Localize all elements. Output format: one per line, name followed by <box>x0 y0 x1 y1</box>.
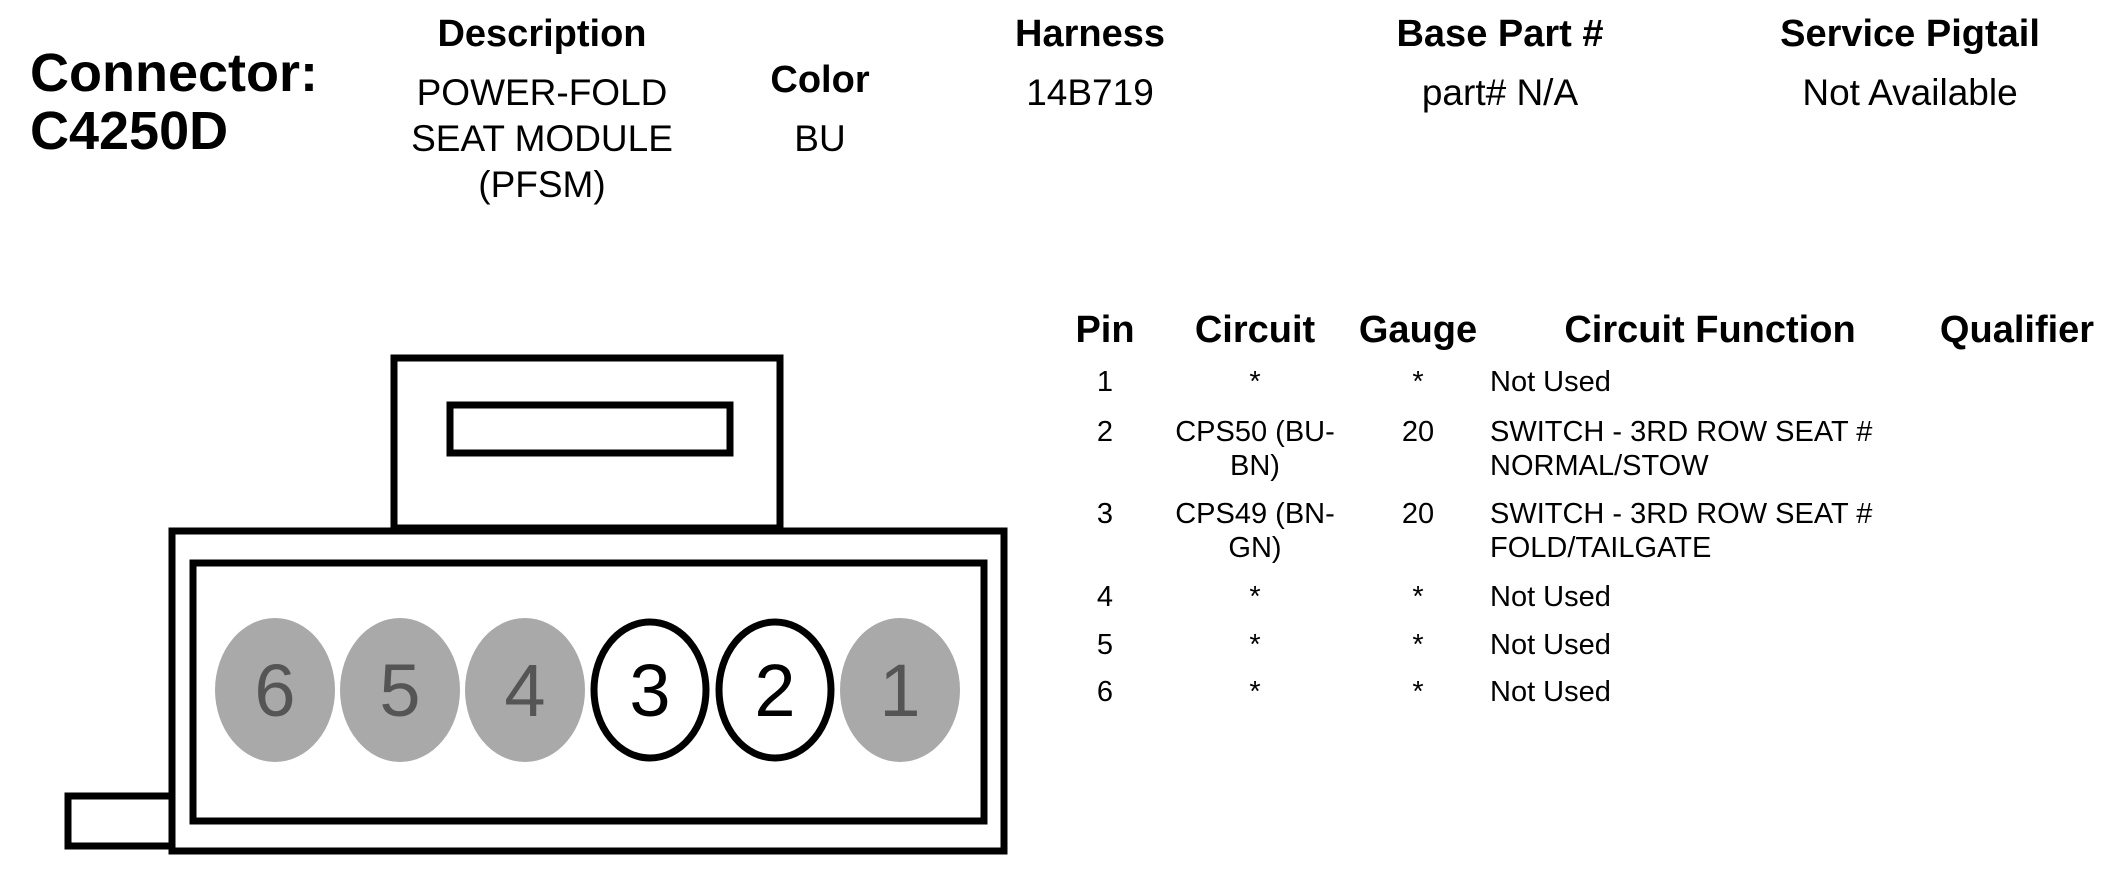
cell-circuit: * <box>1170 365 1340 399</box>
cell-circuit-line: BN) <box>1230 450 1280 482</box>
cell-pin: 6 <box>1096 676 1114 708</box>
cell-circuit-function-line: Not Used <box>1490 581 1611 613</box>
cell-circuit-line: * <box>1249 366 1261 398</box>
harness-value: 14B719 <box>1026 72 1154 113</box>
cell-gauge: 20 <box>1401 498 1435 530</box>
cell-circuit-function: Not Used <box>1490 365 1910 399</box>
cell-circuit-function-line: FOLD/TAILGATE <box>1490 532 1712 564</box>
column-header-circuit: Circuit <box>1194 309 1316 351</box>
service-pigtail-value: Not Available <box>1802 72 2018 113</box>
base-part-header: Base Part # <box>1396 13 1604 55</box>
pin-cavity-4 <box>465 618 585 762</box>
column-header-circuit-function: Circuit Function <box>1564 309 1856 351</box>
column-header-pin: Pin <box>1075 309 1135 351</box>
pin-cavity-5 <box>340 618 460 762</box>
connector-key <box>64 792 172 850</box>
cell-circuit-function-line: SWITCH - 3RD ROW SEAT # <box>1490 498 1873 530</box>
pin-number-4: 4 <box>504 649 545 732</box>
cell-circuit-function: SWITCH - 3RD ROW SEAT #NORMAL/STOW <box>1490 415 1910 483</box>
description-line: (PFSM) <box>478 164 606 205</box>
pin-cavity-3 <box>590 618 710 762</box>
description-value: POWER-FOLD SEAT MODULE (PFSM) <box>372 70 712 208</box>
color-header: Color <box>770 59 870 101</box>
connector-latch-slot <box>446 401 734 457</box>
cell-circuit-function: Not Used <box>1490 628 1910 662</box>
cell-circuit-function-line: NORMAL/STOW <box>1490 450 1709 482</box>
cell-circuit-function: SWITCH - 3RD ROW SEAT #FOLD/TAILGATE <box>1490 497 1910 565</box>
description-line: SEAT MODULE <box>411 118 673 159</box>
cell-circuit-line: * <box>1249 581 1261 613</box>
column-header-qualifier: Qualifier <box>1939 309 2095 351</box>
pin-cavity-2 <box>715 618 835 762</box>
cell-gauge: 20 <box>1401 416 1435 448</box>
cell-pin: 1 <box>1096 366 1114 398</box>
pin-number-5: 5 <box>379 649 420 732</box>
color-value: BU <box>794 118 846 159</box>
connector-cavity <box>189 559 988 825</box>
cell-gauge: * <box>1412 366 1424 398</box>
cell-circuit: CPS49 (BN-GN) <box>1170 497 1340 565</box>
cell-circuit-function-line: Not Used <box>1490 676 1611 708</box>
pinout-table: Pin Circuit Gauge Circuit Function Quali… <box>1060 310 2118 750</box>
cell-circuit-line: CPS50 (BU- <box>1175 416 1335 448</box>
cell-circuit: * <box>1170 580 1340 614</box>
connector-label: Connector: <box>30 43 318 103</box>
cell-gauge: * <box>1412 676 1424 708</box>
description-line: POWER-FOLD <box>416 72 668 113</box>
connector-diagram: 6 5 4 3 2 1 <box>64 354 1008 855</box>
cell-gauge: * <box>1412 581 1424 613</box>
description-header: Description <box>437 13 647 55</box>
column-header-gauge: Gauge <box>1358 309 1478 351</box>
cell-circuit: * <box>1170 628 1340 662</box>
cell-circuit-function-line: Not Used <box>1490 366 1611 398</box>
pin-cavity-1 <box>840 618 960 762</box>
pin-number-2: 2 <box>754 649 795 732</box>
cell-pin: 5 <box>1096 629 1114 661</box>
service-pigtail-header: Service Pigtail <box>1780 13 2040 55</box>
harness-header: Harness <box>1015 13 1165 55</box>
cell-pin: 4 <box>1096 581 1114 613</box>
cell-gauge: * <box>1412 629 1424 661</box>
pin-cavity-6 <box>215 618 335 762</box>
connector-title: Connector: C4250D <box>30 44 318 160</box>
cell-circuit-line: * <box>1249 676 1261 708</box>
cell-circuit-function: Not Used <box>1490 675 1910 709</box>
connector-id: C4250D <box>30 101 229 161</box>
pin-number-1: 1 <box>879 649 920 732</box>
cell-circuit-function-line: SWITCH - 3RD ROW SEAT # <box>1490 416 1873 448</box>
cell-circuit: CPS50 (BU-BN) <box>1170 415 1340 483</box>
cell-circuit-line: GN) <box>1228 532 1282 564</box>
cell-circuit-line: CPS49 (BN- <box>1175 498 1335 530</box>
pin-group: 6 5 4 3 2 1 <box>215 618 960 762</box>
cell-circuit: * <box>1170 675 1340 709</box>
base-part-value: part# N/A <box>1421 72 1579 113</box>
pin-number-3: 3 <box>629 649 670 732</box>
cell-circuit-function-line: Not Used <box>1490 629 1611 661</box>
cell-circuit-function: Not Used <box>1490 580 1910 614</box>
cell-pin: 3 <box>1096 498 1114 530</box>
pin-number-6: 6 <box>254 649 295 732</box>
cell-circuit-line: * <box>1249 629 1261 661</box>
cell-pin: 2 <box>1096 416 1114 448</box>
